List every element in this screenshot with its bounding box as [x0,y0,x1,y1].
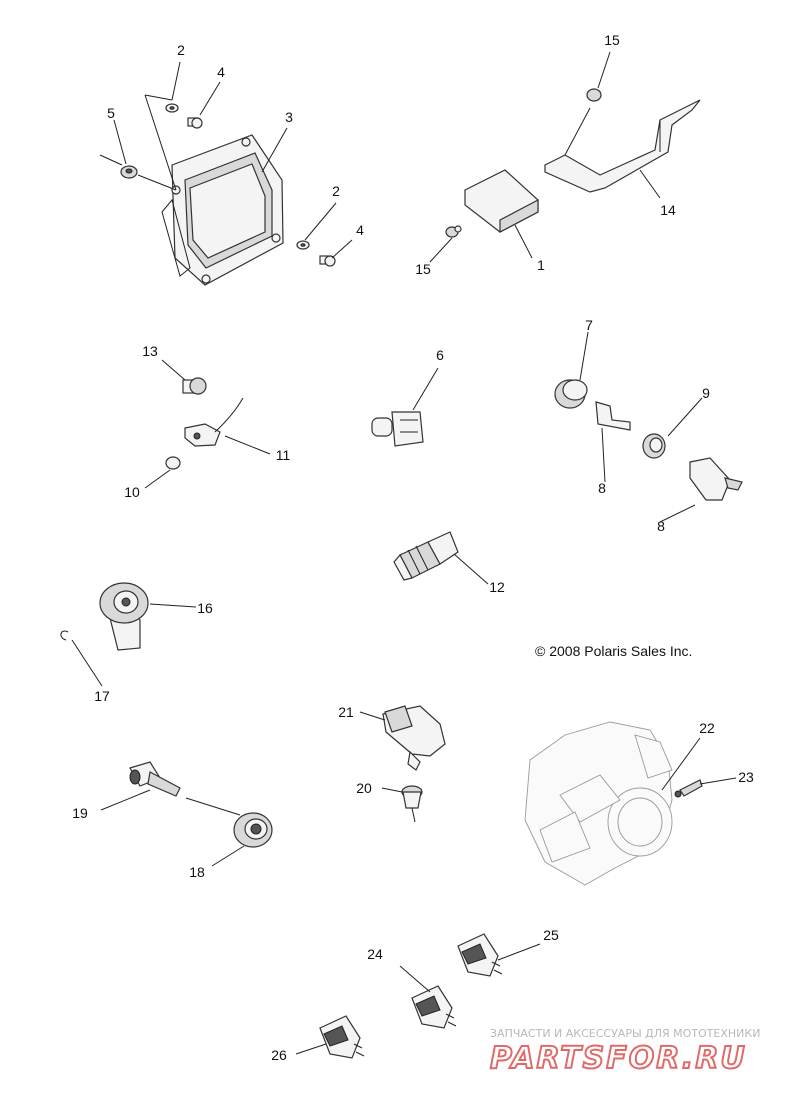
callout-number: 20 [356,780,372,796]
switch-8-lower-part[interactable] [689,457,743,501]
callout-number: 14 [660,202,676,218]
relay-1-part[interactable] [464,169,539,233]
callout-number: 12 [489,579,505,595]
screw-15-lower-part[interactable] [445,225,462,238]
sensor-6-part[interactable] [371,411,424,447]
callout-number: 7 [585,317,593,333]
washer-2-lower-part[interactable] [296,240,310,250]
switch-24-part[interactable] [411,985,457,1029]
fitting-20-part[interactable] [401,785,423,809]
callout-number: 18 [189,864,205,880]
watermark-caption: ЗАПЧАСТИ И АКСЕССУАРЫ ДЛЯ МОТОТЕХНИКИ [490,1027,760,1040]
seal-18-part[interactable] [233,812,273,848]
bolt-13-part[interactable] [182,377,207,395]
callout-number: 4 [217,64,225,80]
plug-10-part[interactable] [165,456,181,470]
callout-number: 23 [738,769,754,785]
cap-7-part[interactable] [554,379,588,409]
temp-sensor-19-part[interactable] [129,761,181,797]
sensor-12-part[interactable] [393,531,459,581]
callout-number: 25 [543,927,559,943]
callout-number: 17 [94,688,110,704]
callout-number: 2 [177,42,185,58]
callout-number: 19 [72,805,88,821]
switch-26-part[interactable] [319,1015,365,1059]
callout-number: 11 [276,447,291,463]
callout-labels: 1223445678891011121314151516171819202122… [72,32,754,1063]
screw-15-upper-part[interactable] [586,88,602,102]
clip-8-upper-part[interactable] [595,401,631,431]
callout-number: 10 [124,484,140,500]
watermark-logo: PARTSFOR.RU [490,1041,747,1076]
bolt-4-upper-part[interactable] [187,117,203,129]
callout-number: 2 [332,183,340,199]
callout-number: 8 [598,480,606,496]
grommet-9-part[interactable] [642,433,666,459]
callout-number: 15 [415,261,431,277]
grommet-5-part[interactable] [120,165,138,179]
throttle-body-22-part[interactable] [524,721,673,886]
copyright-text: © 2008 Polaris Sales Inc. [535,643,692,659]
callout-number: 4 [356,222,364,238]
bolt-4-lower-part[interactable] [319,255,336,267]
switch-25-part[interactable] [457,933,503,977]
map-sensor-21-part[interactable] [382,705,446,771]
bracket-14-part[interactable] [544,99,701,193]
screw-23-part[interactable] [674,779,703,798]
knock-sensor-16-part[interactable] [99,582,149,651]
callout-number: 24 [367,946,383,962]
callout-number: 5 [107,105,115,121]
callout-number: 6 [436,347,444,363]
callout-number: 13 [142,343,158,359]
sensor-11-part[interactable] [184,397,244,447]
callout-number: 16 [197,600,213,616]
callout-number: 26 [271,1047,287,1063]
callout-number: 8 [657,518,665,534]
callout-number: 21 [338,704,354,720]
leader-lines [71,51,737,1055]
ecu-module-part[interactable] [161,134,284,286]
callout-number: 3 [285,109,293,125]
washer-2-upper-part[interactable] [165,103,179,113]
callout-number: 22 [699,720,715,736]
callout-number: 15 [604,32,620,48]
clip-17-part[interactable] [60,630,69,641]
callout-number: 9 [702,385,710,401]
callout-number: 1 [537,257,545,273]
